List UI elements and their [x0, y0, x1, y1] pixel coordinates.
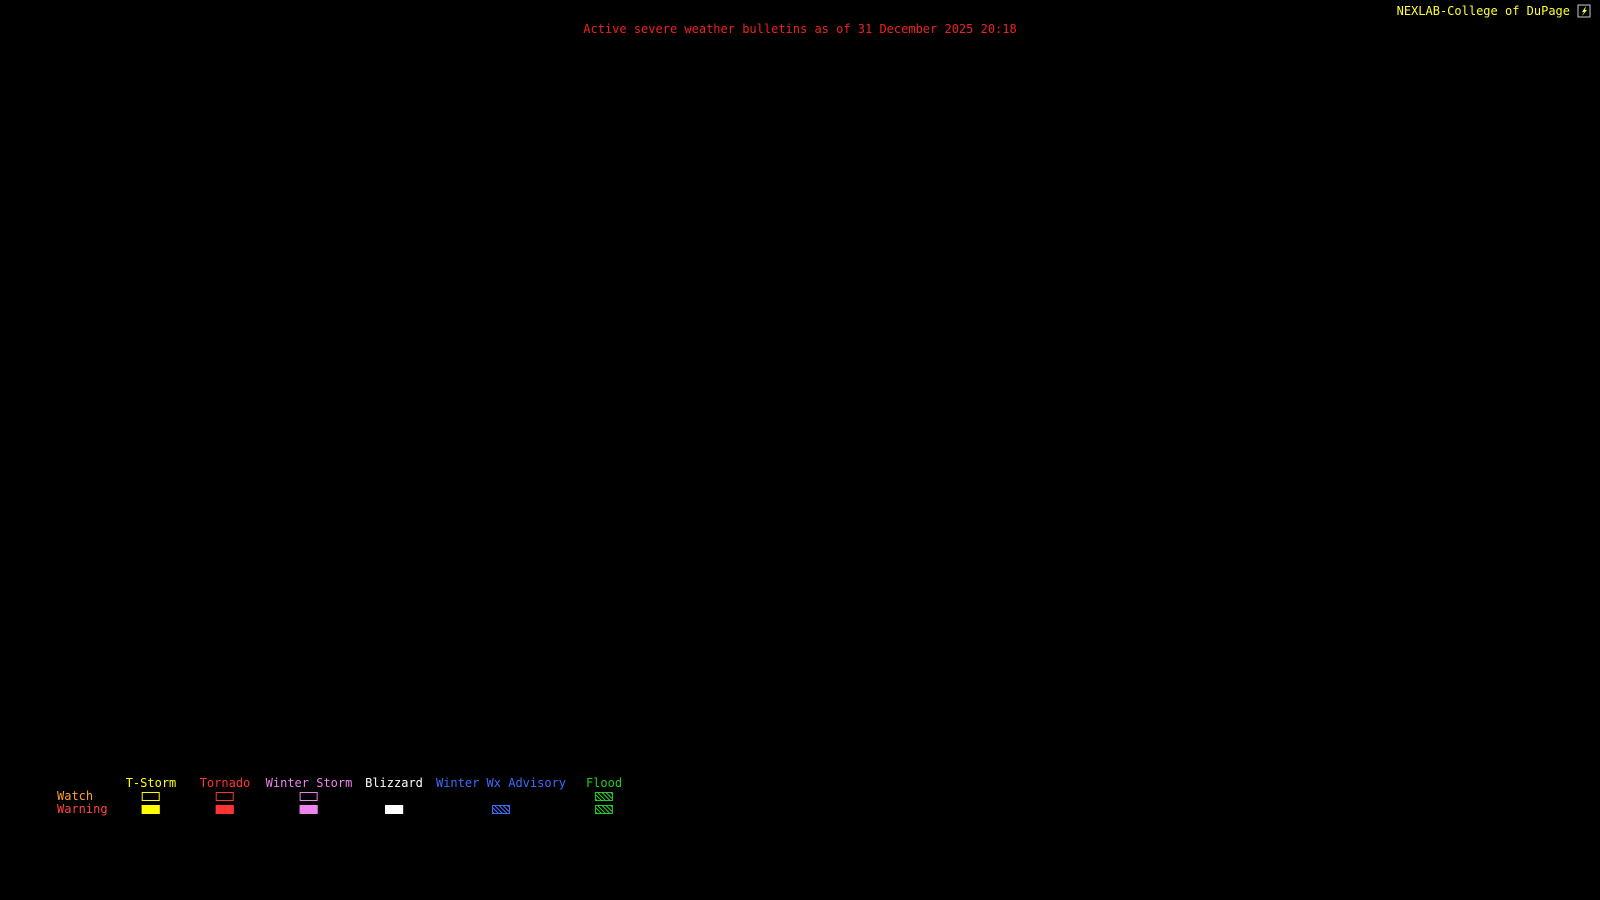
legend-col-flood: Flood: [586, 776, 622, 816]
warning-swatch: [299, 805, 318, 814]
warning-swatch: [141, 805, 160, 814]
legend-col-label: T-Storm: [125, 776, 177, 790]
watch-swatch: [141, 792, 160, 801]
warning-swatch: [384, 805, 403, 814]
warning-swatch-slot: [126, 803, 177, 816]
watch-swatch-slot: [586, 790, 622, 803]
bulletin-title: Active severe weather bulletins as of 31…: [583, 22, 1017, 36]
warning-swatch: [215, 805, 234, 814]
legend-col-tornado: Tornado: [199, 776, 251, 816]
watch-swatch-slot: [200, 790, 251, 803]
watch-swatch: [299, 792, 318, 801]
warning-swatch-slot: [200, 803, 251, 816]
watch-swatch-slot: [436, 790, 566, 803]
map-area: [0, 40, 1600, 760]
warning-row-label: Warning: [57, 802, 108, 816]
watch-row-label: Watch: [57, 789, 94, 803]
legend-col-label: Winter Storm: [265, 776, 353, 790]
legend-col-winter-wx-advisory: Winter Wx Advisory: [436, 776, 566, 816]
watch-swatch-slot: [266, 790, 353, 803]
warning-swatch-slot: [266, 803, 353, 816]
warning-swatch-slot: [586, 803, 622, 816]
legend-col-label: Blizzard: [365, 776, 423, 790]
warning-swatch: [491, 805, 510, 814]
legend-col-label: Tornado: [199, 776, 251, 790]
watch-swatch-slot: [365, 790, 423, 803]
nexlab-logo-icon: [1577, 4, 1591, 18]
legend-col-winter-storm: Winter Storm: [265, 776, 353, 816]
brand-text: NEXLAB-College of DuPage: [1396, 4, 1570, 18]
legend-col-label: Winter Wx Advisory: [435, 776, 567, 790]
legend-col-blizzard: Blizzard: [365, 776, 423, 816]
legend: Watch Warning T-Storm Tornado Winter Storm…: [0, 776, 1600, 822]
legend-col-t-storm: T-Storm: [125, 776, 177, 816]
warning-swatch-slot: [365, 803, 423, 816]
warning-swatch-slot: [436, 803, 566, 816]
watch-swatch-slot: [126, 790, 177, 803]
warning-swatch: [595, 805, 613, 814]
legend-col-label: Flood: [585, 776, 623, 790]
watch-swatch: [215, 792, 234, 801]
watch-swatch: [595, 792, 613, 801]
